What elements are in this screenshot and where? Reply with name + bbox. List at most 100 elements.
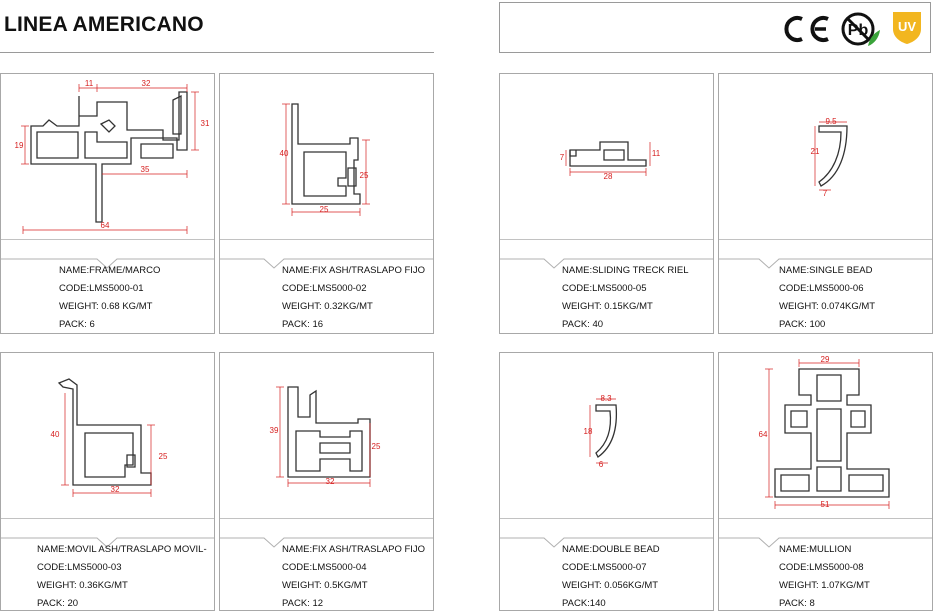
product-info: NAME:FIX ASH/TRASLAPO FIJO CODE:LMS5000-…: [220, 541, 433, 613]
dimension-label: 6: [599, 460, 604, 469]
dimension-label: 32: [326, 477, 335, 486]
dimension-label: 9.5: [825, 117, 837, 126]
card-divider: [500, 239, 713, 240]
dimension-label: 18: [584, 427, 593, 436]
product-name: NAME:FIX ASH/TRASLAPO FIJO: [282, 544, 426, 555]
product-weight: WEIGHT: 0.5KG/MT: [282, 580, 368, 591]
product-code: CODE:LMS5000-06: [779, 283, 864, 294]
profile-drawing-fix-ash: 40 25 25: [280, 103, 370, 216]
dimension-label: 29: [821, 355, 830, 364]
product-weight: WEIGHT: 0.32KG/MT: [282, 301, 373, 312]
dimension-label: 35: [141, 165, 150, 174]
product-pack: PACK: 40: [562, 319, 604, 330]
header-divider-left: [0, 52, 434, 53]
product-code: CODE:LMS5000-07: [562, 562, 647, 573]
dimension-label: 32: [142, 79, 151, 88]
product-code: CODE:LMS5000-08: [779, 562, 864, 573]
product-info: NAME:DOUBLE BEAD CODE:LMS5000-07 WEIGHT:…: [500, 541, 713, 613]
dimension-label: 32: [111, 485, 120, 494]
card-divider: [500, 518, 713, 519]
dimension-label: 25: [320, 205, 329, 214]
product-pack: PACK: 12: [282, 598, 324, 609]
dimension-label: 11: [85, 79, 94, 88]
product-info: NAME:MULLION CODE:LMS5000-08 WEIGHT: 1.0…: [719, 541, 932, 613]
product-pack: PACK: 20: [37, 598, 79, 609]
card-pointer: [220, 258, 433, 269]
dimension-label: 21: [811, 147, 820, 156]
dimension-label: 39: [270, 426, 279, 435]
product-card-fix-ash-02: 40 25 25 NAME:FIX ASH/TRASLAPO FIJO CODE…: [219, 73, 434, 334]
product-info: NAME:SINGLE BEAD CODE:LMS5000-06 WEIGHT:…: [719, 262, 932, 334]
card-pointer: [1, 258, 214, 269]
dimension-label: 7: [823, 189, 828, 198]
product-info: NAME:MOVIL ASH/TRASLAPO MOVIL- CODE:LMS5…: [1, 541, 214, 613]
product-pack: PACK:140: [562, 598, 606, 609]
dimension-label: 19: [15, 141, 24, 150]
pb-free-label: Pb: [848, 22, 869, 39]
dimension-label: 25: [360, 171, 369, 180]
product-weight: WEIGHT: 0.36KG/MT: [37, 580, 128, 591]
product-info: NAME:SLIDING TRECK RIEL CODE:LMS5000-05 …: [500, 262, 713, 334]
profile-drawing-track: 7 11 28: [560, 141, 661, 181]
card-divider: [1, 518, 214, 519]
profile-drawing-frame: 11 32 31 19 35 64: [15, 79, 210, 234]
product-code: CODE:LMS5000-05: [562, 283, 647, 294]
ce-mark-icon: [784, 16, 829, 42]
product-card-movil-ash: 40 25 32 NAME:MOVIL ASH/TRASLAPO MOVIL- …: [0, 352, 215, 611]
product-name: NAME:DOUBLE BEAD: [562, 544, 660, 555]
dimension-label: 40: [280, 149, 289, 158]
dimension-label: 25: [159, 452, 168, 461]
product-code: CODE:LMS5000-02: [282, 283, 367, 294]
product-weight: WEIGHT: 0.074KG/MT: [779, 301, 876, 312]
product-code: CODE:LMS5000-01: [59, 283, 144, 294]
card-divider: [719, 239, 932, 240]
card-divider: [220, 518, 433, 519]
product-pack: PACK: 100: [779, 319, 826, 330]
product-card-sliding-track: 7 11 28 NAME:SLIDING TRECK RIEL CODE:LMS…: [499, 73, 714, 334]
card-divider: [719, 518, 932, 519]
card-divider: [220, 239, 433, 240]
product-info: NAME:FIX ASH/TRASLAPO FIJO CODE:LMS5000-…: [220, 262, 433, 334]
dimension-label: 31: [201, 119, 210, 128]
dimension-label: 11: [652, 149, 661, 158]
uv-badge-icon: UV: [893, 12, 921, 44]
product-weight: WEIGHT: 0.056KG/MT: [562, 580, 659, 591]
product-info: NAME:FRAME/MARCO CODE:LMS5000-01 WEIGHT:…: [1, 262, 214, 334]
dimension-label: 25: [372, 442, 381, 451]
dimension-label: 51: [821, 500, 830, 509]
product-card-double-bead: 8.3 18 6 NAME:DOUBLE BEAD CODE:LMS5000-0…: [499, 352, 714, 611]
product-card-frame-marco: 11 32 31 19 35 64 NAME:FRAME/MARCO CODE:…: [0, 73, 215, 334]
product-name: NAME:SLIDING TRECK RIEL: [562, 265, 689, 276]
dimension-label: 8.3: [600, 394, 612, 403]
product-weight: WEIGHT: 0.68 KG/MT: [59, 301, 153, 312]
card-pointer: [1, 537, 214, 548]
product-pack: PACK: 8: [779, 598, 815, 609]
profile-drawing-fix-ash-04: 39 25 32: [270, 386, 381, 487]
product-pack: PACK: 6: [59, 319, 95, 330]
product-card-mullion: 29 64 51 NAME:MULLION CODE:LMS5000-08 WE…: [718, 352, 933, 611]
profile-drawing-mullion: 29 64 51: [759, 355, 890, 509]
card-pointer: [220, 537, 433, 548]
product-name: NAME:FIX ASH/TRASLAPO FIJO: [282, 265, 426, 276]
dimension-label: 64: [759, 430, 768, 439]
uv-badge-label: UV: [898, 19, 916, 34]
dimension-label: 40: [51, 430, 60, 439]
product-code: CODE:LMS5000-04: [282, 562, 367, 573]
card-pointer: [719, 258, 932, 269]
card-pointer: [500, 537, 713, 548]
product-name: NAME:FRAME/MARCO: [59, 265, 161, 276]
product-weight: WEIGHT: 1.07KG/MT: [779, 580, 870, 591]
page-title: LINEA AMERICANO: [4, 13, 204, 36]
product-pack: PACK: 16: [282, 319, 324, 330]
card-pointer: [719, 537, 932, 548]
dimension-label: 7: [560, 153, 565, 162]
profile-drawing-double-bead: 8.3 18 6: [584, 394, 618, 469]
pb-free-icon: Pb: [841, 12, 880, 46]
profile-drawing-movil-ash: 40 25 32: [51, 378, 168, 497]
product-weight: WEIGHT: 0.15KG/MT: [562, 301, 653, 312]
certification-panel: Pb UV: [499, 2, 931, 53]
dimension-label: 64: [101, 221, 110, 230]
product-card-fix-ash-04: 39 25 32 NAME:FIX ASH/TRASLAPO FIJO CODE…: [219, 352, 434, 611]
profile-drawing-single-bead: 9.5 21 7: [811, 117, 848, 198]
product-code: CODE:LMS5000-03: [37, 562, 122, 573]
